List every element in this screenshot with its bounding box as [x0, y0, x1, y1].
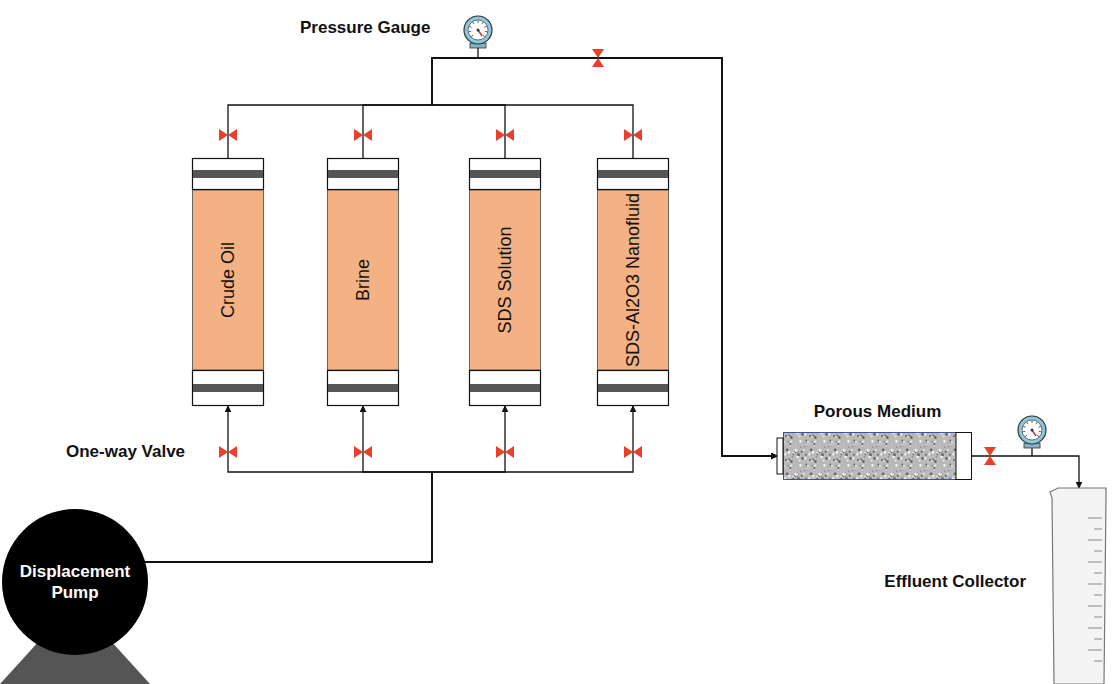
- fluid-cylinder: SDS-Al2O3 Nanofluid: [597, 158, 669, 406]
- fluid-name: SDS Solution: [495, 192, 516, 368]
- valve-symbol: [496, 446, 514, 458]
- flow-line: [432, 58, 777, 456]
- flow-line: [432, 58, 777, 456]
- pump-name: Displacement Pump: [13, 561, 137, 604]
- part-name: Effluent Collector: [884, 572, 1026, 592]
- part-name: Porous Medium: [814, 402, 942, 422]
- flow-line: [145, 406, 505, 562]
- pressure-gauge: [1018, 416, 1046, 456]
- callout-label: One-way Valve: [66, 442, 185, 462]
- callout-label: Pressure Gauge: [300, 18, 430, 38]
- fluid-cylinder: SDS Solution: [469, 158, 541, 406]
- flow-line: [145, 406, 432, 562]
- fluid-cylinder: Brine: [327, 158, 399, 406]
- node-outline: [1048, 488, 1110, 684]
- flow-line: [228, 58, 777, 456]
- valve-symbol: [624, 129, 642, 141]
- fluid-cylinder: Crude Oil: [192, 158, 264, 406]
- valve-symbol: [219, 129, 237, 141]
- fluid-name: Brine: [353, 192, 374, 368]
- node-outline: [2, 509, 148, 655]
- valve-symbol: [984, 447, 996, 465]
- flow-line: [145, 406, 633, 562]
- valve-symbol: [592, 49, 604, 67]
- valve-symbol: [354, 446, 372, 458]
- fluid-name: Crude Oil: [218, 192, 239, 368]
- valve-symbol: [354, 129, 372, 141]
- pressure-gauge: [464, 16, 492, 58]
- valve-symbol: [219, 446, 237, 458]
- valve-symbol: [624, 446, 642, 458]
- graduated-cylinder: Effluent Collector: [1048, 488, 1110, 684]
- flow-line: [972, 456, 1079, 488]
- flow-line: [145, 406, 432, 562]
- fluid-name: SDS-Al2O3 Nanofluid: [623, 192, 644, 368]
- pump-circle: Displacement Pump: [2, 509, 148, 655]
- valve-symbol: [496, 129, 514, 141]
- core-holder: Porous Medium: [783, 432, 972, 480]
- flow-line: [363, 58, 777, 456]
- node-outline: [783, 432, 972, 480]
